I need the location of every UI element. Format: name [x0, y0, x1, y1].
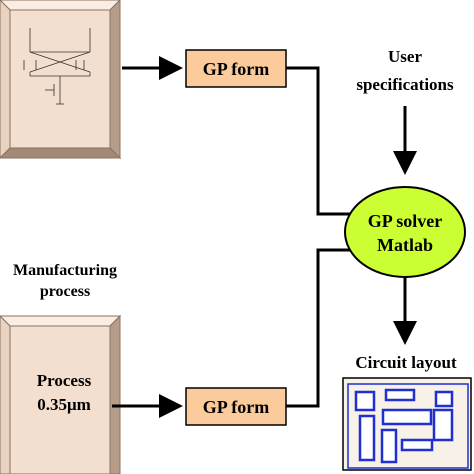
manufacturing-label-line2: process [40, 283, 90, 300]
user-spec-label-line2: specifications [356, 75, 454, 94]
manufacturing-label-line1: Manufacturing [13, 262, 117, 279]
gp-form-box-top: GP form [185, 49, 287, 88]
gp-form-bottom-label: GP form [203, 397, 269, 417]
connector-top-gp-to-solver [286, 66, 352, 216]
schematic-sketch [23, 28, 91, 105]
process-label-line2: 0.35μm [37, 395, 91, 414]
layout-block [400, 438, 434, 452]
connector-bottom-gp-to-solver [286, 248, 352, 408]
layout-block [432, 408, 454, 442]
gp-form-box-bottom: GP form [185, 387, 287, 426]
solver-label-line1: GP solver [368, 211, 443, 231]
circuit-layout-label: Circuit layout [355, 353, 457, 372]
layout-block [434, 390, 454, 408]
process-label-line1: Process [37, 371, 92, 390]
layout-block [358, 414, 376, 462]
layout-block [380, 428, 398, 464]
gp-form-top-label: GP form [203, 59, 269, 79]
circuit-layout-drawing [342, 377, 472, 471]
process-panel: Process 0.35μm [0, 314, 122, 474]
layout-block [384, 388, 416, 402]
circuit-schematic-panel [0, 0, 122, 160]
user-spec-label-line1: User [388, 47, 422, 66]
solver-label-line2: Matlab [377, 235, 433, 255]
layout-block [354, 390, 376, 412]
layout-block [381, 408, 433, 426]
gp-solver-node: GP solver Matlab [344, 186, 466, 278]
